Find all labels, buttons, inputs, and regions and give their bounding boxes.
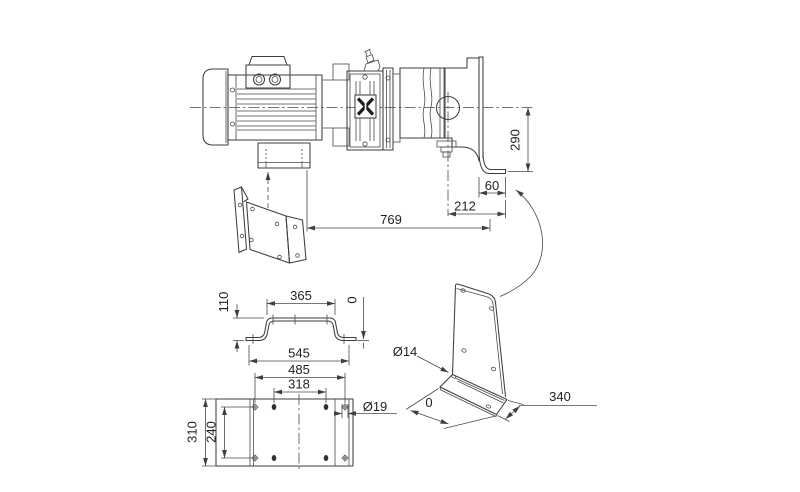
bracket-hole-icon [249, 237, 254, 243]
base-hole-icon [450, 374, 457, 379]
pump-sleeve [399, 67, 446, 139]
dim-110-label: 110 [216, 292, 231, 313]
dim-769: 769 [306, 170, 491, 232]
motor-support-block [257, 142, 311, 169]
hole-mark [252, 334, 345, 344]
hat-bracket-isometric-small [233, 186, 307, 264]
base-plate-view: 485 318 310 240 Ø19 [185, 362, 397, 471]
base-hole-icon [485, 404, 492, 409]
break-line [422, 67, 426, 139]
dim-240: 240 [204, 406, 252, 459]
dim-318-label: 318 [288, 377, 310, 392]
coupling-guard [346, 70, 384, 151]
motor-body [227, 74, 323, 141]
hat-profile-section: 365 110 0 [216, 288, 369, 352]
bend-line [249, 399, 350, 466]
assembly-side-view: 290 60 212 769 [190, 48, 533, 232]
cable-gland-icon [252, 73, 266, 86]
vent-plug [363, 48, 381, 72]
plate-slot-icon [323, 455, 329, 461]
motor-bolt-icon [230, 121, 235, 127]
dim-485-label: 485 [288, 362, 310, 377]
dim-340-label: 340 [549, 389, 571, 404]
bracket-hole-icon [239, 233, 245, 239]
mounting-foot [478, 149, 507, 175]
bracket-hole-icon [490, 366, 497, 372]
brand-x-icon [356, 96, 375, 117]
end-flange [435, 56, 507, 216]
dim-545: 545 [248, 345, 350, 366]
break-line [429, 67, 433, 139]
dim-60: 60 [478, 177, 506, 198]
plate-slot-icon [323, 404, 329, 410]
dim-zero-bracket: 0 [405, 388, 496, 429]
hole-mark [272, 314, 328, 325]
bracket-hole-icon [250, 206, 255, 212]
wall-bracket-isometric: Ø14 0 340 [393, 283, 597, 429]
terminal-box [245, 55, 291, 89]
motor-bolt-icon [230, 87, 235, 93]
dim-110: 110 [216, 292, 264, 352]
dim-hole-19: Ø19 [334, 399, 397, 418]
dim-60-label: 60 [485, 178, 499, 193]
dim-212-label: 212 [454, 199, 476, 214]
dim-zero-profile: 0 [345, 296, 369, 349]
motor-stool [322, 63, 350, 147]
dim-365: 365 [266, 288, 336, 315]
clamp-ring [382, 67, 401, 151]
drain-plug [436, 140, 457, 158]
bracket-hole-icon [460, 288, 466, 293]
dim-318: 318 [273, 377, 327, 403]
clamp-bolt-icon [385, 137, 391, 143]
bracket-hole-icon [488, 306, 495, 311]
cable-gland-icon [268, 73, 282, 86]
dim-240-label: 240 [204, 421, 219, 443]
dim-212: 212 [447, 199, 506, 219]
dim-zero-label: 0 [345, 296, 360, 303]
dim-769-label: 769 [380, 212, 402, 227]
motor-fan-cover [202, 68, 229, 146]
dim-hole-19-label: Ø19 [363, 399, 388, 414]
bracket-hole-icon [295, 253, 300, 258]
bracket-hole-icon [237, 202, 243, 208]
bracket-hole-icon [277, 254, 282, 260]
bracket-hole-icon [274, 221, 280, 227]
dim-365-label: 365 [290, 288, 312, 303]
dim-hole-14: Ø14 [393, 344, 449, 373]
plate-slot-icon [271, 455, 277, 461]
dim-290: 290 [507, 107, 533, 172]
plate-holes [251, 403, 349, 462]
dim-310-label: 310 [185, 421, 200, 443]
dim-340: 340 [497, 389, 597, 422]
placement-arrow [499, 189, 543, 297]
dim-hole-14-label: Ø14 [393, 344, 418, 359]
dim-310: 310 [185, 398, 216, 467]
bracket-hole-icon [292, 224, 298, 230]
dim-zero-bracket-label: 0 [425, 395, 432, 410]
bracket-hole-icon [461, 348, 467, 353]
dim-485: 485 [254, 362, 346, 403]
clamp-bolt-icon [385, 75, 391, 81]
dim-545-label: 545 [288, 346, 310, 361]
plate-slot-icon [271, 404, 277, 410]
dim-290-label: 290 [508, 129, 523, 151]
